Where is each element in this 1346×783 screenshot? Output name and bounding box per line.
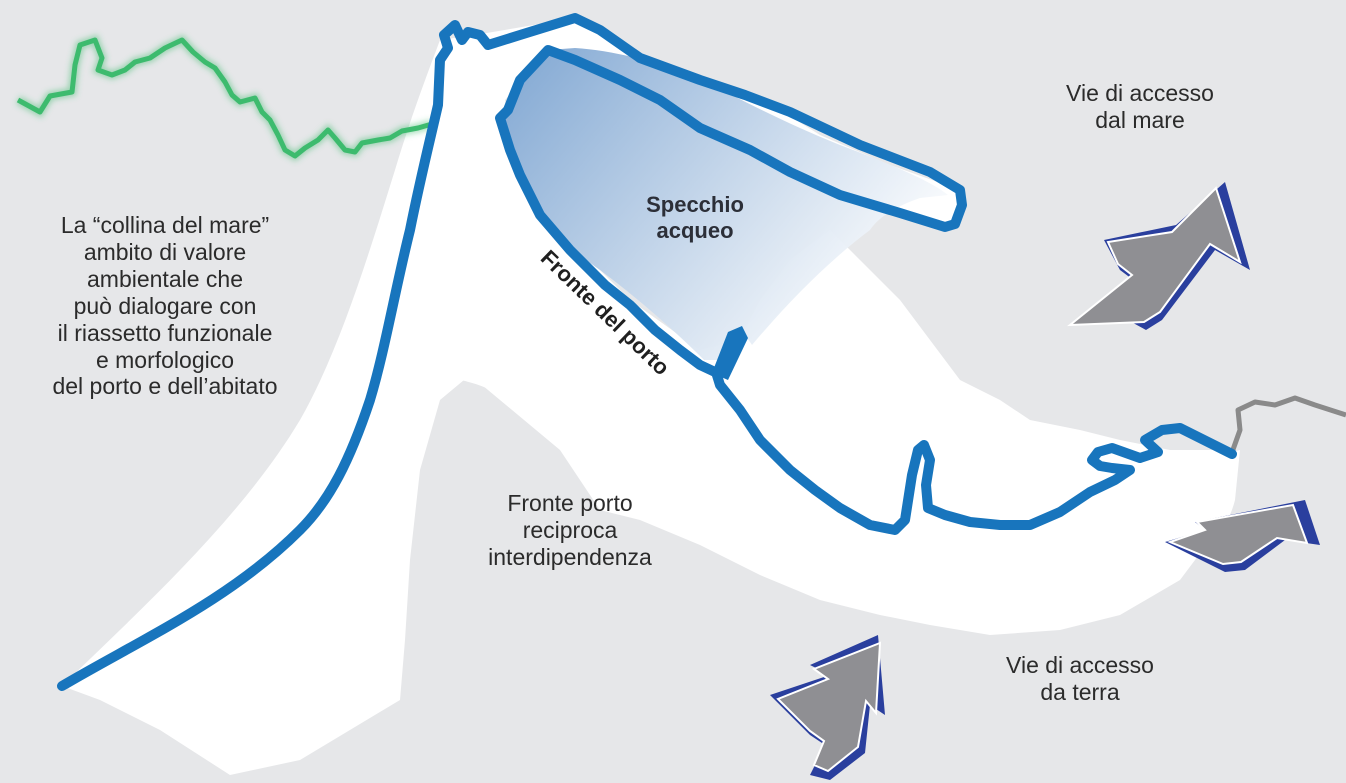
collina-label: La “collina del mare” ambito di valore a… (52, 212, 278, 400)
specchio-acqueo-label: Specchio acqueo (646, 192, 744, 243)
fronte-porto-label: Fronte porto reciproca interdipendenza (488, 490, 652, 570)
jetty-basin (712, 326, 748, 380)
hill-line (16, 37, 433, 159)
access-arrow-icon (1165, 500, 1320, 572)
coastline-outer (57, 13, 967, 691)
vie-terra-label: Vie di accesso da terra (1006, 652, 1154, 705)
hill-line-glow (15, 34, 434, 162)
road-line (1227, 395, 1346, 459)
water-basin (500, 48, 948, 372)
access-arrow-icon (770, 635, 885, 780)
port-land-lower (380, 70, 1240, 585)
vie-mare-label: Vie di accesso dal mare (1066, 80, 1214, 133)
access-arrow-icon (1067, 182, 1250, 330)
coastline-front (711, 367, 1237, 535)
